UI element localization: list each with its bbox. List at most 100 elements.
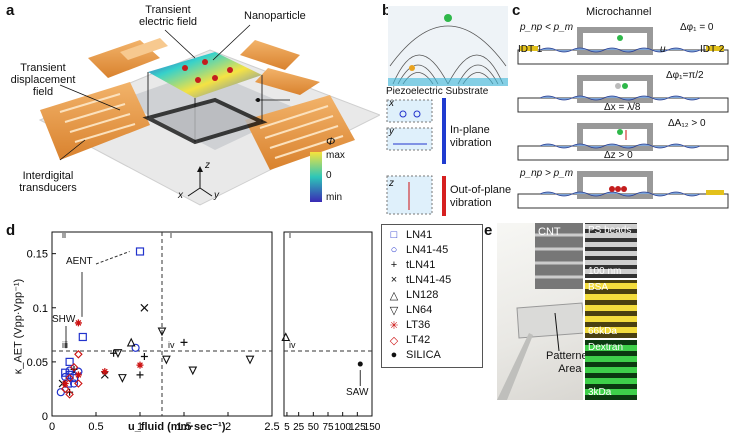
phi-symbol: Φ <box>326 136 336 148</box>
x-tick-label: 0.5 <box>88 421 103 433</box>
data-point <box>135 247 145 256</box>
data-point <box>357 361 363 367</box>
x-tick-label: 2.5 <box>264 421 279 433</box>
legend-marker-icon: △ <box>389 289 399 302</box>
data-point <box>69 363 79 372</box>
chart-legend: □LN41○LN41-45+tLN41×tLN41-45△LN128▽LN64✳… <box>381 224 483 368</box>
legend-marker-icon: ◇ <box>389 334 399 347</box>
data-point <box>74 319 82 327</box>
annot-saw: SAW <box>346 387 369 398</box>
legend-marker-icon: + <box>390 259 398 271</box>
x-tick-label-right: 75 <box>322 422 334 433</box>
data-point <box>136 371 144 379</box>
displacement-field-label: Transient displacement field <box>10 62 76 98</box>
panel-e-label: e <box>484 222 493 239</box>
data-point <box>69 374 79 383</box>
panel-c-label: c <box>512 2 521 19</box>
legend-item: ✳ LT36 <box>388 318 430 332</box>
legend-item: ×tLN41-45 <box>388 273 451 287</box>
axis-z-label: z <box>205 160 210 171</box>
c-da-label: ΔA₁₂ > 0 <box>668 118 706 129</box>
legend-item: ◇LT42 <box>388 333 431 347</box>
data-point <box>101 368 109 376</box>
quad-ii: ii <box>62 230 66 240</box>
quad-iv-right: iv <box>289 340 296 350</box>
c-dx-label: Δx = λ/8 <box>604 102 641 113</box>
scale-100nm-label: 100 nm <box>588 266 622 277</box>
legend-label: SILICA <box>406 349 441 361</box>
data-point <box>61 380 69 388</box>
legend-label: LN64 <box>406 304 433 316</box>
substrate-label: Piezoelectric Substrate <box>386 86 489 97</box>
panel-b-vibration-boxes <box>386 99 433 215</box>
data-point <box>118 374 127 383</box>
photo-overlay <box>497 223 583 400</box>
panel-a-illustration <box>38 24 380 206</box>
data-point <box>140 352 148 360</box>
legend-marker-icon: ○ <box>390 244 398 256</box>
data-point <box>78 332 87 342</box>
legend-item: + tLN41 <box>388 258 436 272</box>
data-point <box>245 355 255 365</box>
y-tick-label: 0.05 <box>27 357 48 369</box>
y-tick-label: 0.1 <box>33 303 48 315</box>
x-tick-label-right: 100 <box>334 422 351 433</box>
y-tick-label: 0 <box>42 411 48 423</box>
c-dz-label: Δz > 0 <box>604 150 633 161</box>
data-point <box>126 337 136 347</box>
c-p2-label: p_np > p_m <box>520 168 574 179</box>
data-point <box>157 327 167 337</box>
panel-b-field-diagram <box>388 6 508 86</box>
dextran-label: Dextran <box>588 342 624 353</box>
idt-label: Interdigital transducers <box>19 170 77 194</box>
legend-marker-icon: ✳ <box>389 319 399 332</box>
legend-label: tLN41 <box>406 259 436 271</box>
annot-aent: AENT <box>66 256 93 267</box>
data-point <box>131 343 140 352</box>
microchannel-label: Microchannel <box>586 6 652 18</box>
c-dphi2-label: Δφ₁=π/2 <box>666 70 704 81</box>
colorbar-min: min <box>326 192 343 203</box>
legend-item: ○ LN41-45 <box>388 243 449 257</box>
data-point <box>74 350 83 359</box>
b-y-label: y <box>389 126 394 137</box>
data-point <box>188 366 198 376</box>
data-point <box>65 390 74 399</box>
outplane-bar <box>442 176 446 216</box>
data-point <box>61 368 70 377</box>
panel-c-schematic <box>517 27 729 209</box>
legend-label: LT36 <box>406 319 431 331</box>
inplane-label: In-plane vibration <box>450 124 492 149</box>
x-tick-label-right: 150 <box>364 422 380 433</box>
legend-label: tLN41-45 <box>406 274 452 286</box>
quad-i-right: i <box>289 230 291 240</box>
ps-beads-label: PS beads <box>588 225 632 236</box>
y-tick-label: 0.15 <box>27 249 48 261</box>
data-point <box>69 379 79 388</box>
chart-xlabel: u_fluid (mm·sec⁻¹) <box>128 421 226 433</box>
aent-arrow <box>95 251 130 265</box>
legend-item: △ LN128 <box>388 288 439 302</box>
axis-x-label: x <box>178 190 183 201</box>
data-point <box>136 361 144 369</box>
x-tick-label: 2 <box>225 421 231 433</box>
legend-item: ●SILICA <box>388 348 441 362</box>
bsa-image <box>585 280 637 338</box>
legend-label: LN128 <box>406 289 439 301</box>
data-point <box>140 303 149 312</box>
cnt-label: CNT <box>538 226 561 238</box>
legend-label: LN41-45 <box>406 244 449 256</box>
legend-marker-icon: □ <box>390 229 398 241</box>
data-point <box>74 371 82 379</box>
c-p1-label: p_np < p_m <box>520 22 574 33</box>
x-tick-label: 0 <box>49 421 55 433</box>
data-point <box>162 355 171 365</box>
inplane-bar <box>442 98 446 164</box>
quad-i: i <box>170 230 172 240</box>
legend-item: ▽LN64 <box>388 303 433 317</box>
quad-iii: iii <box>62 340 68 350</box>
x-tick-label-right: 25 <box>293 422 305 433</box>
patterned-area-label: Patterned Area <box>546 350 594 375</box>
kda3-label: 3kDa <box>588 387 612 398</box>
